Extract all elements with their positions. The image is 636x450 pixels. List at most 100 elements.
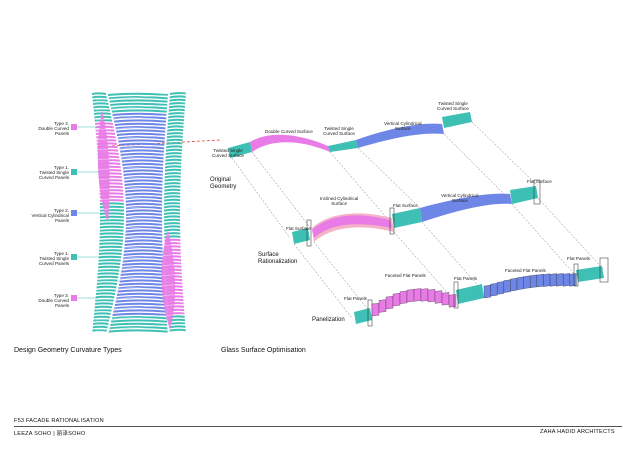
type-desc: Double Curved Panels [38,298,69,309]
tower-slat-right [164,215,181,219]
tower-slat-center [117,292,165,296]
tower-slat-center [108,329,168,333]
tower-slat-right [168,318,185,322]
type-desc: Twisted Single Curved Panels [38,256,69,267]
label-flat-mid-r2: Flat Surface [393,203,418,208]
type-title: Type 1. [53,251,69,256]
tower-slat-left [93,315,110,319]
r2-vertical-cyl [420,193,512,222]
tower-slat-center [125,196,163,200]
tower-slat-right [164,202,181,205]
tower-slat-right [169,328,186,332]
tower-slat-center [125,209,163,213]
label-flat-right-r3: Flat Panels [567,256,590,261]
tower-slat-center [111,319,167,323]
tower-slat-center [113,116,167,120]
tower-slat-center [125,236,163,240]
tower-slat-center [125,202,163,206]
tower-slat-center [119,279,165,283]
tower-slat-right [164,195,181,199]
tower-slat-center [125,192,163,196]
faceted-panel [503,279,511,293]
r1-vertical-cyl [356,123,444,148]
tower-slat-right [169,95,186,99]
projection-line [393,231,453,299]
label-double-curved: Double Curved Surface [265,129,313,134]
tower-slat-right [168,112,185,115]
tower-slat-center [118,139,165,143]
r3-faceted-right [483,273,577,299]
tower-slat-right [164,192,181,195]
label-faceted-right: Faceted Flat Panels [505,268,546,273]
type-desc: Vertical Cylindrical Panels [31,213,69,224]
tower-seam [95,283,187,291]
tower-slat-center [115,299,166,303]
faceted-panel [413,288,422,302]
faceted-panel [385,296,394,310]
footer-rule [14,426,622,427]
tower-slat-right [168,108,185,112]
stage-panelization: Panelization [312,317,345,323]
tower-seam [95,313,187,321]
tower-slat-right [164,168,181,172]
type-label-1: Type 3. Double Curved Panels [20,121,69,137]
tower-slat-center [122,166,164,170]
tower-slat-right [167,125,184,129]
tower-slat-center [119,146,165,150]
tower-slat-center [120,276,164,280]
tower-slat-left [99,215,124,219]
tower-slat-center [120,272,164,276]
tower-seam [95,183,187,191]
tower-seam [95,103,187,111]
tower-curvature-diagram [92,92,187,333]
type-label-leaders [75,126,104,299]
projection-line [511,203,577,277]
projection-line [313,241,371,313]
tower-slat-right [164,185,181,189]
tower-slat-left [99,242,123,245]
projection-line [251,151,313,231]
tower-slat-center [118,142,165,146]
r3-frame-right-inner [573,263,579,287]
tower-slat-right [169,98,186,102]
tower-slat-left [93,105,110,109]
faceted-panel [516,276,524,290]
faceted-panel [543,273,551,287]
tower-slat-center [121,266,164,270]
tower-seam [95,233,187,241]
r1-twisted-mid [328,140,358,152]
tower-seam [95,133,187,141]
tower-slat-right [169,322,186,325]
tower-slat-right [164,212,180,215]
tower-seam [95,113,187,121]
tower-slat-center [116,129,166,133]
tower-double-curved-upper [97,110,110,222]
tower-slat-right [165,155,182,159]
r2-frame-right [533,179,541,205]
tower-slat-left [95,302,113,305]
tower-slat-center [117,136,165,140]
tower-slat-center [118,286,165,290]
stage-original: Original Geometry [210,177,237,190]
label-vertical-cyl-r2: Vertical Cylindrical Surface [441,193,479,204]
faceted-panel [556,273,564,287]
label-flat-right-r2: Flat Surface [527,179,552,184]
label-twisted-left: Twisted Single Curved Surface [212,148,244,159]
tower-slat-right [164,208,181,212]
type-desc: Double Curved Panels [38,126,69,137]
type-label-2: Type 1. Twisted Single Curved Panels [20,165,69,181]
r2-flat-mid [392,208,422,228]
tower-seam [95,263,187,271]
tower-seam [95,303,187,311]
tower-slat-right [169,102,186,105]
tower-seam [95,143,187,151]
type-title: Type 3. [53,121,69,126]
r2-frame-mid [389,207,395,235]
tower-seam [95,153,187,161]
tower-slat-right [166,135,183,139]
tower-slat-left [99,235,124,239]
tower-slat-left [98,252,122,255]
r1-twisted-right [442,112,472,128]
tower-slat-center [122,259,164,263]
faceted-panel [441,292,450,306]
